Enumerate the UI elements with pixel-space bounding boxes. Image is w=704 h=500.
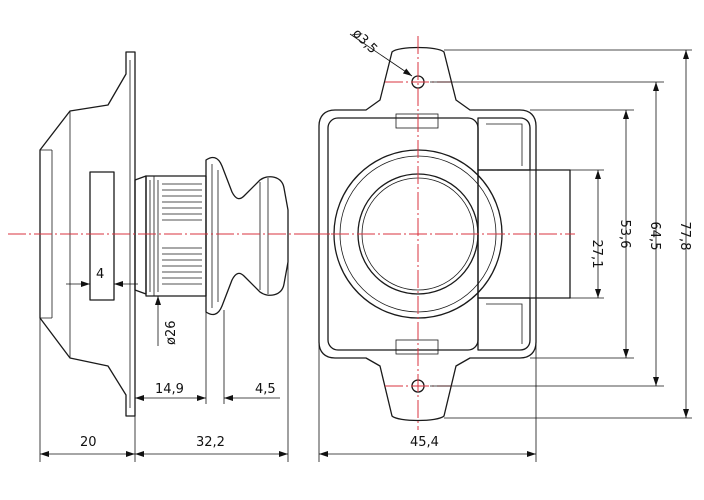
front-flange: [318, 46, 537, 422]
dim-knob-depth: 4,5: [255, 382, 276, 397]
dimension-lines: [39, 33, 692, 462]
dim-hole-spacing: 64,5: [647, 222, 662, 251]
dim-slot-width: 4: [96, 267, 104, 282]
dim-flange-depth: 20: [80, 435, 97, 450]
dim-frame-height: 53,6: [617, 220, 632, 249]
centerlines: [8, 36, 575, 430]
dim-body-depth: 14,9: [155, 382, 184, 397]
side-collar: [134, 175, 147, 295]
dim-extension-depth: 32,2: [196, 435, 225, 450]
dimension-labels: ø3,5 4 ø26 14,9 4,5 20 32,2 45,4 27,1 53…: [80, 26, 692, 450]
dim-overall-width: 45,4: [410, 435, 439, 450]
front-frame: [327, 117, 479, 351]
side-view: [39, 51, 289, 417]
dim-hole-diameter: ø3,5: [349, 26, 380, 57]
side-barrel: [145, 175, 207, 297]
dim-inner-height: 27,1: [589, 240, 604, 269]
dim-overall-height: 77,8: [677, 222, 692, 251]
side-slot: [89, 171, 115, 301]
dim-knob-diameter: ø26: [164, 321, 179, 346]
